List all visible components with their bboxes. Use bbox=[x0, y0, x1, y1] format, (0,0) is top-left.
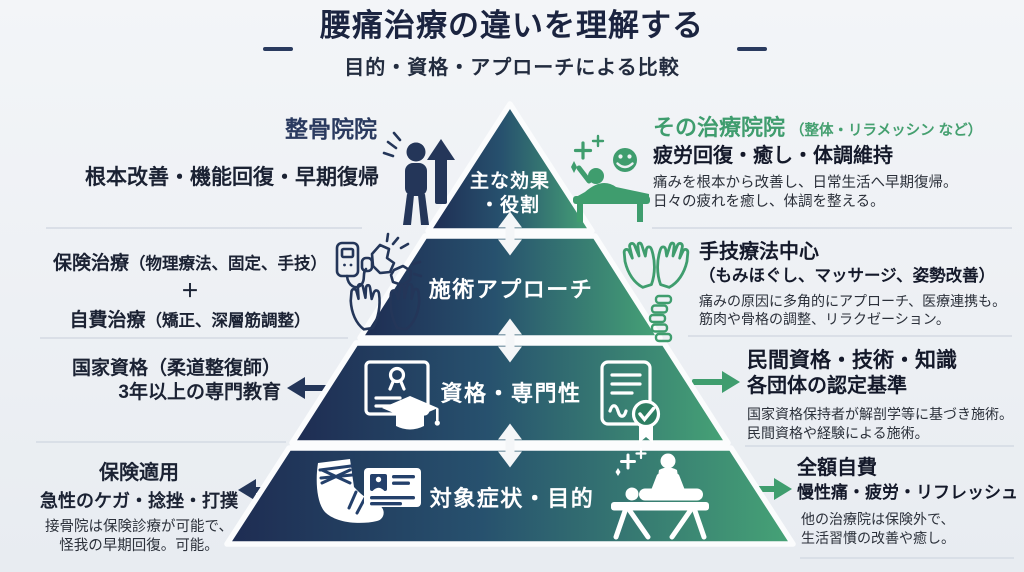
acute-injury-label: 急性のケガ・捻挫・打撲 bbox=[40, 491, 238, 511]
tens-device-icon bbox=[335, 241, 374, 289]
page-title: 腰痛治療の違いを理解する bbox=[320, 8, 704, 43]
motion-lines-icon bbox=[382, 131, 402, 158]
insurance-treatment-detail: （物理療法、固定、手技） bbox=[129, 255, 327, 273]
left-row-approach: 保険治療（物理療法、固定、手技） ＋ 自費治療（矯正、深層筋調整） bbox=[42, 248, 338, 332]
section-dividers bbox=[36, 227, 1014, 559]
left-row-coverage: 保険適用 急性のケガ・捻挫・打撲 接骨院は保険診療が可能で、 怪我の早期回復。可… bbox=[36, 456, 242, 556]
left-column-header: 整骨院院 bbox=[285, 116, 377, 142]
right-effect-desc1: 痛みを根本から改善し、日常生活へ早期復帰。 bbox=[653, 175, 958, 191]
certification-standard-label: 各団体の認定基準 bbox=[747, 375, 907, 398]
right-row-qualification: 民間資格・技術・知識 各団体の認定基準 国家資格保持者が解剖学等に基づき施術。 … bbox=[747, 348, 1021, 442]
manual-therapy-label: 手技療法中心 bbox=[699, 241, 819, 263]
right-column-header-label: その治療院院 bbox=[653, 115, 786, 140]
pyramid-level-2-label: 施術アプローチ bbox=[429, 277, 594, 302]
right-qualification-desc1: 国家資格保持者が解剖学等に基づき施術。 bbox=[747, 406, 1013, 423]
pyramid-level-1-label-line2: ・役割 bbox=[480, 193, 540, 216]
title-dash-right bbox=[737, 47, 767, 51]
left-coverage-desc2: 怪我の早期回復。可能。 bbox=[59, 537, 219, 554]
pyramid-level-2 bbox=[357, 233, 663, 341]
sparkle-icon bbox=[573, 134, 605, 160]
right-approach-desc2: 筋肉や骨格の調整、リラクゼーション。 bbox=[699, 311, 950, 328]
full-self-pay-label: 全額自費 bbox=[797, 457, 877, 479]
left-row-effect: 根本改善・機能回復・早期復帰 bbox=[85, 166, 379, 189]
manual-therapy-detail: （もみほぐし、マッサージ、姿勢改善） bbox=[699, 267, 996, 285]
right-column-header: その治療院院（整体・リラメッシン など） bbox=[653, 110, 982, 142]
page-subtitle: 目的・資格・アプローチによる比較 bbox=[344, 57, 680, 79]
right-coverage-desc2: 生活習慣の改善や癒し。 bbox=[801, 529, 955, 546]
right-row-coverage: 全額自費 慢性痛・疲労・リフレッシュ 他の治療院は保険外で、 生活習慣の改善や癒… bbox=[797, 456, 1021, 547]
joint-pain-icon bbox=[370, 232, 423, 287]
recovery-heal-label: 疲労回復・癒し・体調維持 bbox=[653, 145, 893, 167]
private-license-label: 民間資格・技術・知識 bbox=[747, 349, 957, 372]
right-row-approach: 手技療法中心 （もみほぐし、マッサージ、姿勢改善） 痛みの原因に多角的にアプロー… bbox=[699, 240, 1021, 329]
massage-table-icon bbox=[611, 447, 709, 540]
right-row-effect: 疲労回復・癒し・体調維持 痛みを根本から改善し、日常生活へ早期復帰。 日々の疲れ… bbox=[653, 144, 1021, 213]
graduation-cap-icon bbox=[382, 396, 440, 430]
title-block: 腰痛治療の違いを理解する 目的・資格・アプローチによる比較 bbox=[0, 0, 1024, 80]
healing-hands-icon bbox=[618, 236, 694, 292]
up-arrow-icon bbox=[427, 139, 455, 204]
spine-icon bbox=[648, 294, 673, 343]
national-license-label: 国家資格（柔道整復師） bbox=[71, 358, 281, 379]
right-qualification-desc2: 民間資格や経験による施術。 bbox=[747, 424, 929, 441]
right-approach-desc1: 痛みの原因に多角的にアプローチ、医療連携も。 bbox=[699, 292, 1007, 309]
id-card-icon bbox=[364, 468, 421, 507]
relax-bed-icon bbox=[571, 134, 650, 222]
pyramid-level-1-label-line1: 主な効果 bbox=[470, 169, 550, 192]
plus-symbol: ＋ bbox=[181, 281, 199, 301]
insurance-treatment-label: 保険治療 bbox=[52, 253, 129, 274]
right-effect-desc2: 日々の疲れを癒し、体調を整える。 bbox=[653, 194, 885, 211]
right-coverage-desc1: 他の治療院は保険外で、 bbox=[801, 511, 955, 528]
chronic-pain-label: 慢性痛・疲労・リフレッシュ bbox=[797, 483, 1018, 502]
smiley-icon bbox=[613, 148, 637, 172]
document-check-icon bbox=[600, 360, 661, 443]
pyramid-level-4-label: 対象症状・目的 bbox=[430, 486, 595, 511]
pyramid-level-3-label: 資格・専門性 bbox=[440, 381, 581, 406]
left-approach-line2: 自費治療（矯正、深層筋調整） bbox=[42, 305, 338, 332]
left-coverage-desc1: 接骨院は保険診療が可能で、 bbox=[45, 519, 233, 535]
right-column-header-note: （整体・リラメッシン など） bbox=[790, 123, 983, 139]
left-approach-line1: 保険治療（物理療法、固定、手技） bbox=[42, 248, 338, 275]
level-connector-arrow bbox=[498, 211, 522, 468]
education-label: 3年以上の専門教育 bbox=[118, 382, 281, 404]
bandaged-foot-icon bbox=[316, 459, 384, 523]
person-progress-icon bbox=[382, 131, 429, 225]
self-pay-treatment-detail: （矯正、深層筋調整） bbox=[145, 312, 311, 330]
left-row-qualification: 国家資格（柔道整復師） 3年以上の専門教育 bbox=[55, 357, 281, 406]
insurance-coverage-label: 保険適用 bbox=[99, 462, 179, 484]
self-pay-treatment-label: 自費治療 bbox=[69, 310, 146, 331]
title-dash-left bbox=[263, 47, 293, 51]
